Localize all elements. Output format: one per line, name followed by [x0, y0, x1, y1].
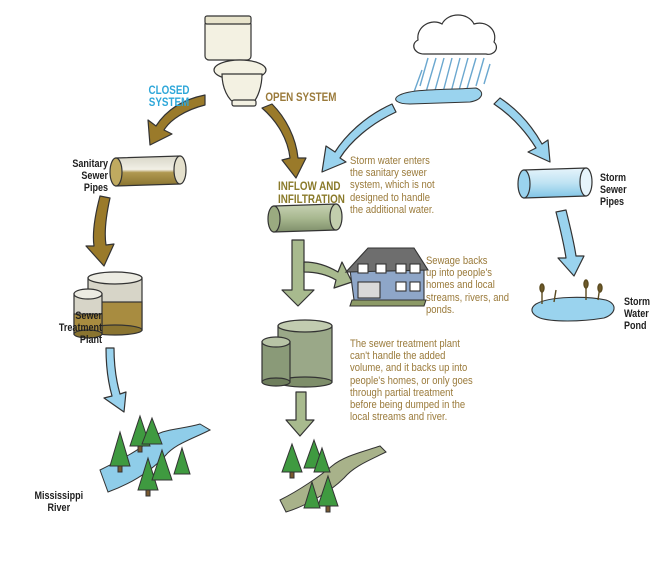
sanitary-sewer-pipe [109, 155, 187, 187]
rain-cloud-icon [395, 14, 498, 105]
storm-sewer-pipe [517, 167, 593, 199]
inflow-title: INFLOW AND INFILTRATION [278, 179, 345, 206]
treatment-plant-icon [73, 271, 143, 339]
arrow-inflow-down [281, 239, 315, 307]
inflow-pipe [267, 203, 343, 233]
river-forest-icon [99, 414, 212, 497]
closed-system-title: CLOSED SYSTEM [148, 83, 190, 109]
note-sewage-backs-up: Sewage backs up into people's homes and … [426, 255, 510, 316]
arrow-toilet-to-sanitary [147, 94, 206, 146]
label-sanitary-sewer-pipes: Sanitary Sewer Pipes [72, 158, 108, 194]
polluted-stream-icon [279, 438, 387, 513]
arrow-rain-to-inflow [321, 103, 397, 173]
arrow-storm-to-pond [555, 209, 585, 277]
arrow-sanitary-to-plant [85, 195, 115, 267]
pipe-icon [109, 155, 593, 233]
label-sewer-treatment-plant: Sewer Treatment Plant [58, 310, 102, 346]
arrow-toilet-to-inflow [261, 103, 307, 179]
overflow-treatment-plant-icon [261, 319, 333, 388]
flow-arrows [85, 94, 585, 437]
note-storm-water: Storm water enters the sanitary sewer sy… [350, 155, 435, 216]
label-storm-sewer-pipes: Storm Sewer Pipes [600, 172, 627, 208]
arrow-rain-to-storm [493, 97, 551, 163]
toilet-icon [204, 15, 267, 107]
arrow-plant-to-stream [285, 391, 315, 437]
label-storm-water-pond: Storm Water Pond [624, 296, 651, 332]
arrow-plant-to-river [103, 347, 127, 413]
label-mississippi-river: Mississippi River [34, 490, 84, 514]
open-system-title: OPEN SYSTEM [265, 90, 337, 104]
note-treatment-plant: The sewer treatment plant can't handle t… [350, 338, 473, 424]
house-icon [344, 247, 429, 307]
arrow-inflow-to-house [303, 261, 353, 289]
pond-icon [531, 279, 615, 322]
